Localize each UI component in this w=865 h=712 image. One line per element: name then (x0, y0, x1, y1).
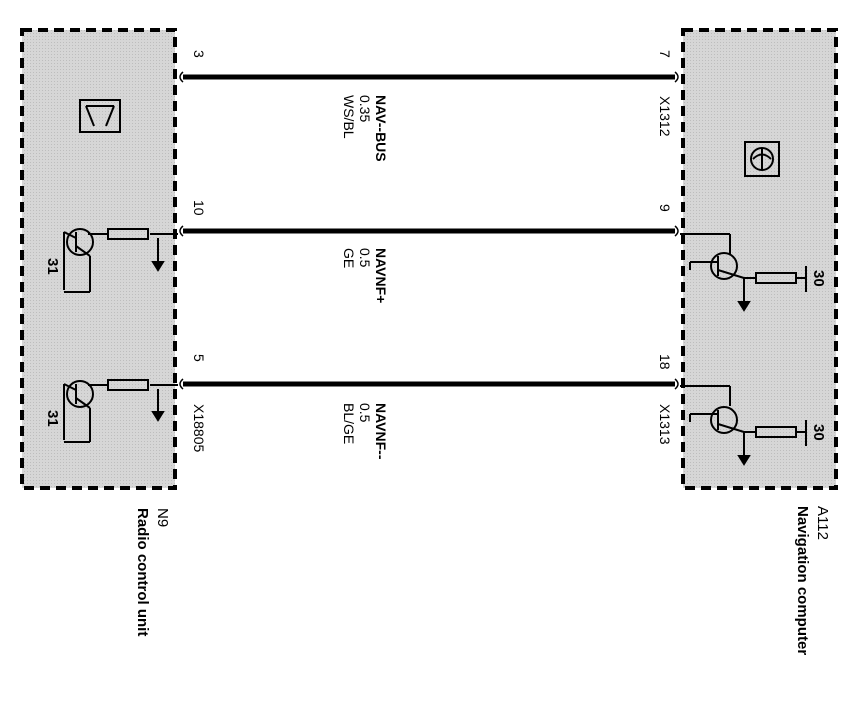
left-transistor-circuit-2 (63, 379, 178, 443)
wire-gauge: 0.5 (357, 248, 373, 268)
wire-name: NAVNF-- (373, 403, 389, 460)
left-pin-terminals (179, 71, 184, 390)
wire-name: NAVNF+ (373, 248, 389, 303)
right-connector-label-2: X1313 (657, 404, 673, 445)
right-transistor-circuit-1 (680, 233, 807, 312)
wire-color: BL/GE (341, 403, 357, 444)
left-unit-title: N9 Radio control unit (134, 508, 171, 636)
right-pin-9: 9 (657, 204, 673, 212)
left-unit-code: N9 (154, 508, 171, 527)
right-pin-terminals (674, 71, 679, 390)
right-unit-title: A112 Navigation computer (794, 506, 831, 655)
wire-gauge: 0.35 (357, 95, 373, 122)
radio-unit-icon (79, 99, 121, 133)
wire-label-navnf-plus: NAVNF+ 0.5 GE (341, 248, 389, 303)
right-unit-code: A112 (814, 506, 831, 540)
wire-gauge: 0.5 (357, 403, 373, 423)
left-transistor-circuit-1 (63, 228, 178, 293)
wire-label-navnf-minus: NAVNF-- 0.5 BL/GE (341, 403, 389, 460)
navigation-computer-box (681, 28, 838, 490)
right-transistor-circuit-2 (680, 385, 807, 466)
left-pin-3: 3 (191, 50, 207, 58)
right-unit-name: Navigation computer (794, 506, 811, 655)
left-ground-label-1: 31 (44, 258, 61, 275)
right-supply-label-2: 30 (810, 424, 827, 441)
wire-name: NAV--BUS (373, 95, 389, 162)
right-pin-18: 18 (657, 354, 673, 370)
left-pin-10: 10 (191, 200, 207, 216)
left-pin-5: 5 (191, 354, 207, 362)
right-supply-label-1: 30 (810, 270, 827, 287)
left-unit-name: Radio control unit (134, 508, 151, 636)
left-connector-label: X18805 (191, 404, 207, 452)
right-connector-label-1: X1312 (657, 96, 673, 137)
right-pin-7: 7 (657, 50, 673, 58)
left-ground-label-2: 31 (44, 410, 61, 427)
navigation-globe-icon (744, 141, 780, 177)
wire-color: WS/BL (341, 95, 357, 139)
wire-color: GE (341, 248, 357, 268)
wire-label-nav-bus: NAV--BUS 0.35 WS/BL (341, 95, 389, 162)
